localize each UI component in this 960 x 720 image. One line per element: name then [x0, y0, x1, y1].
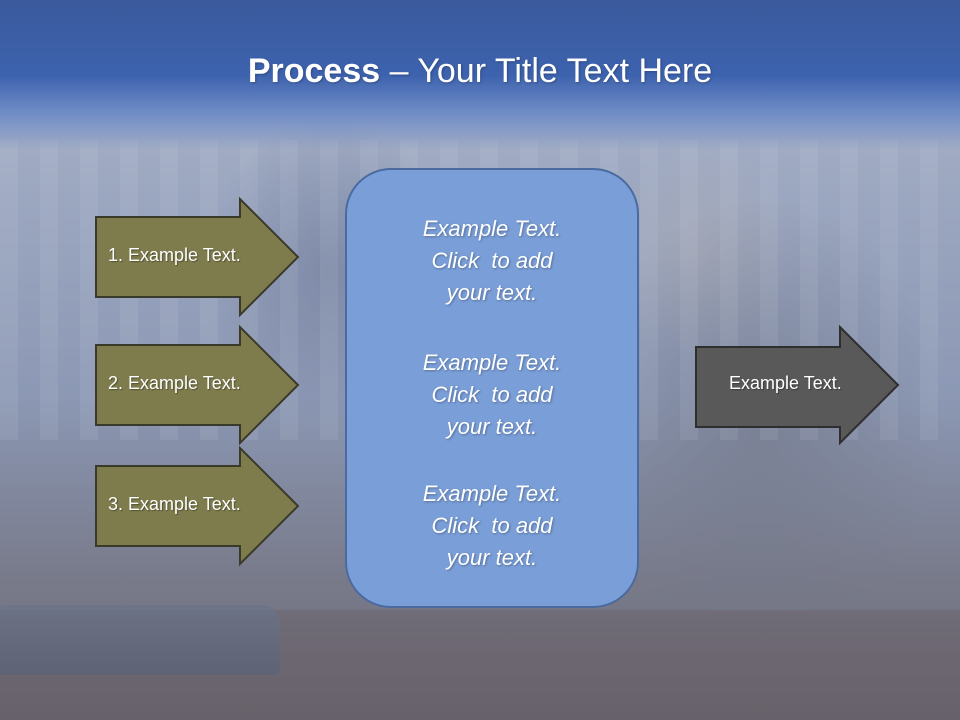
center-block-2-line1: Example Text. [422, 350, 562, 375]
center-block-2-line3: your text. [446, 414, 538, 439]
center-block-2-line2: Click to add [431, 382, 553, 407]
title-banner [0, 0, 960, 150]
center-text-block-2[interactable]: Example Text. Click to add your text. [345, 347, 639, 443]
left-arrow-2[interactable] [95, 324, 300, 446]
title-rest-part: – Your Title Text Here [380, 52, 713, 90]
left-arrow-2-label: 2. Example Text. [108, 373, 241, 393]
title-bold-part: Process [247, 52, 381, 90]
background-laptop [0, 605, 280, 675]
center-block-3-line3: your text. [446, 545, 538, 570]
center-block-3-line2: Click to add [431, 513, 553, 538]
center-text-block-3[interactable]: Example Text. Click to add your text. [345, 478, 639, 574]
left-arrow-3-label: 3. Example Text. [108, 494, 241, 514]
left-arrow-3[interactable] [95, 445, 300, 567]
right-arrow-label: Example Text. [729, 373, 842, 393]
center-text-block-1[interactable]: Example Text. Click to add your text. [345, 213, 639, 309]
center-block-1-line2: Click to add [431, 248, 553, 273]
left-arrow-1-label: 1. Example Text. [108, 245, 241, 265]
center-block-3-line1: Example Text. [422, 481, 562, 506]
slide-title: Process – Your Title Text Here [0, 52, 960, 91]
center-block-1-line1: Example Text. [422, 216, 562, 241]
center-process-box[interactable] [345, 168, 639, 608]
right-arrow[interactable] [695, 324, 900, 446]
center-block-1-line3: your text. [446, 280, 538, 305]
left-arrow-1[interactable] [95, 196, 300, 318]
